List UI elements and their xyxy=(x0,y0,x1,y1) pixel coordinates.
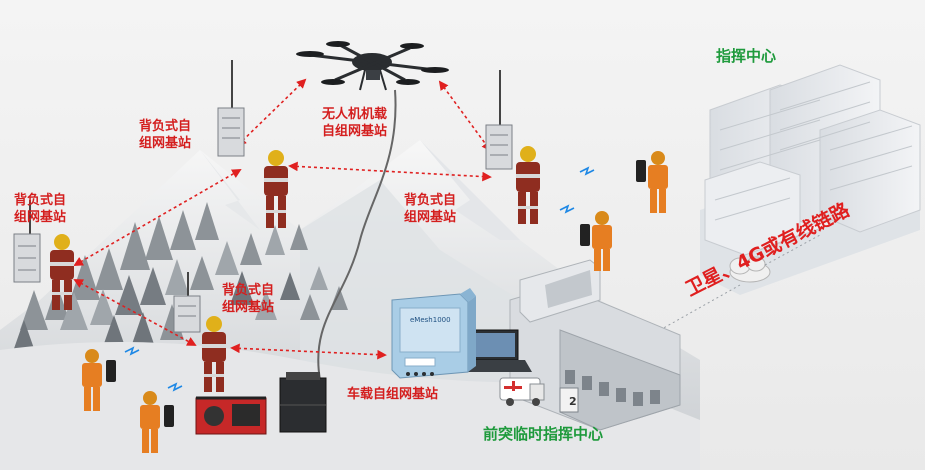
backpack-station-c xyxy=(13,200,41,283)
backpack-station-label-a-line1: 背负式自 xyxy=(139,119,192,134)
backpack-station-label-b: 背负式自 组网基站 xyxy=(404,192,456,226)
backpack-station-label-c-line1: 背负式自 xyxy=(14,193,67,208)
firefighter-orange-c xyxy=(82,349,116,411)
signal-icons xyxy=(124,166,595,392)
backpack-station-label-d: 背负式自 组网基站 xyxy=(222,282,274,316)
firefighter-c xyxy=(50,234,74,310)
cloud-icon xyxy=(729,256,771,283)
uav-station-label-line1: 无人机机载 xyxy=(322,107,388,122)
radio-links xyxy=(73,78,492,360)
ambulance xyxy=(499,377,545,406)
firefighter-d xyxy=(202,316,226,392)
uav-station-label: 无人机机载 自组网基站 xyxy=(322,106,387,140)
firefighter-orange-a xyxy=(636,151,668,213)
backpack-station-label-b-line2: 组网基站 xyxy=(404,210,457,225)
generator xyxy=(195,396,267,435)
backpack-station-label-b-line1: 背负式自 xyxy=(404,193,457,208)
link-line-left xyxy=(659,284,741,331)
forward-command-label: 前突临时指挥中心 xyxy=(483,425,604,443)
firefighter-b xyxy=(516,146,540,224)
forward-command-building xyxy=(509,259,681,431)
backpack-station-label-d-line2: 组网基站 xyxy=(222,300,275,315)
firefighter-orange-d xyxy=(140,391,174,453)
equipment-case xyxy=(279,372,327,433)
vehicle-mesh-device xyxy=(391,288,476,379)
backpack-station-d xyxy=(173,272,201,333)
vehicle-station-label: 车载自组网基站 xyxy=(347,387,439,402)
tether-cable xyxy=(317,89,397,381)
ambulance-number: 2 xyxy=(569,395,577,408)
backpack-station-label-d-line1: 背负式自 xyxy=(222,283,275,298)
device-brand-text: eMesh1000 xyxy=(410,316,451,324)
firefighter-a xyxy=(264,150,288,228)
backpack-station-label-a: 背负式自 组网基站 xyxy=(139,118,191,152)
backpack-station-label-c: 背负式自 组网基站 xyxy=(14,192,66,226)
backpack-station-a xyxy=(217,60,245,157)
backpack-station-label-a-line2: 组网基站 xyxy=(139,136,192,151)
drone xyxy=(296,41,449,91)
ground xyxy=(0,342,700,470)
firefighter-orange-b xyxy=(580,211,612,271)
backpack-station-label-c-line2: 组网基站 xyxy=(14,210,67,225)
command-center-label: 指挥中心 xyxy=(716,47,777,65)
backpack-station-b xyxy=(485,70,513,170)
link-line-right xyxy=(764,234,821,266)
laptop xyxy=(458,329,532,372)
uav-station-label-line2: 自组网基站 xyxy=(322,124,388,139)
